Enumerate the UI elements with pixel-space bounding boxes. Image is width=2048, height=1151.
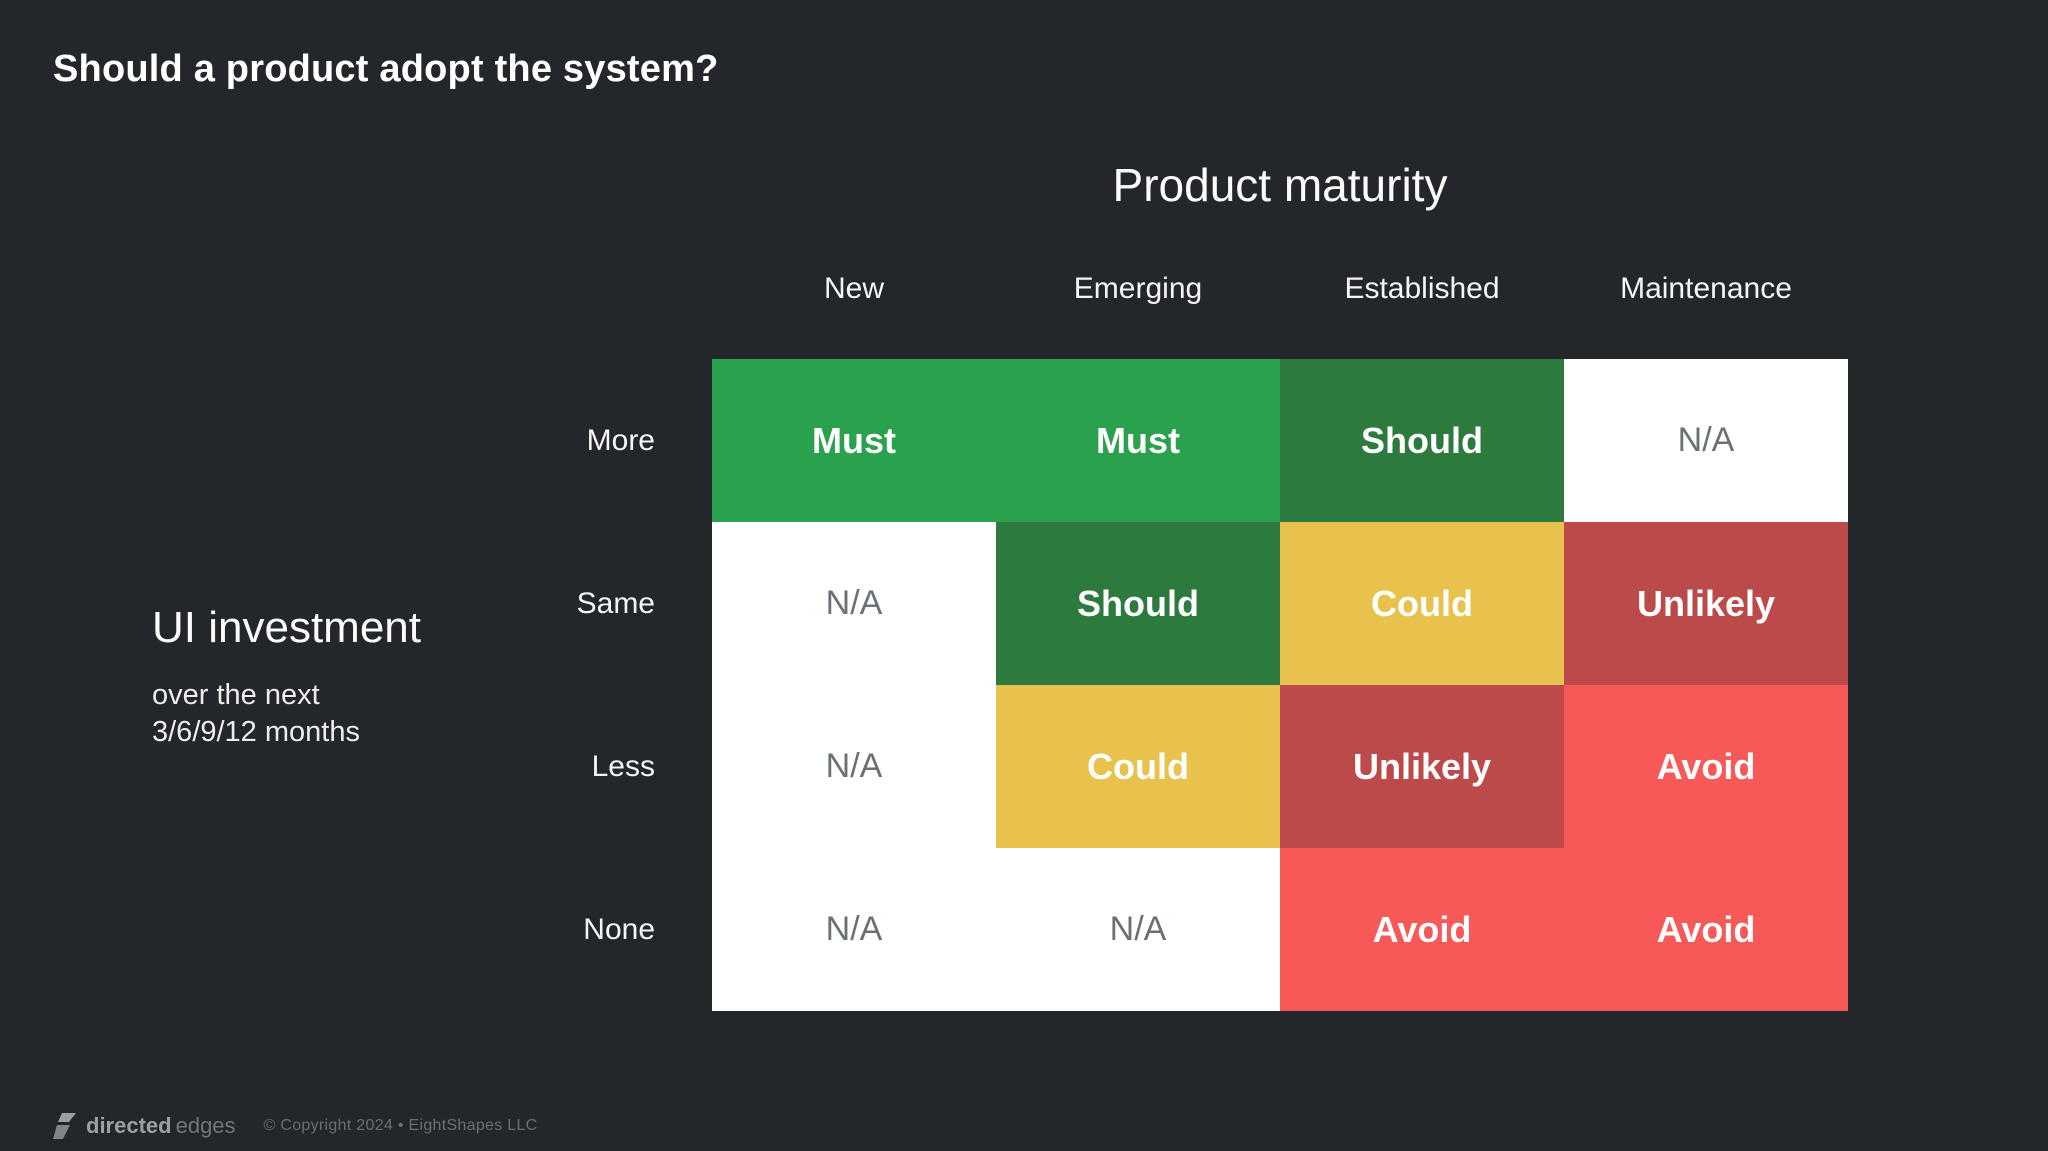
row-axis-subtitle: over the next 3/6/9/12 months [152, 677, 572, 751]
row-label-same: Same [576, 586, 655, 620]
matrix-cell-more-emerging: Must [996, 359, 1280, 522]
column-label-maintenance: Maintenance [1620, 272, 1792, 305]
matrix-cell-more-maintenance: N/A [1564, 359, 1848, 522]
matrix-cell-same-established: Could [1280, 522, 1564, 685]
matrix-cell-same-new: N/A [712, 522, 996, 685]
matrix-cell-more-new: Must [712, 359, 996, 522]
column-labels: New Emerging Established Maintenance [712, 272, 1848, 306]
matrix-cell-same-maintenance: Unlikely [1564, 522, 1848, 685]
footer: directed edges © Copyright 2024 • EightS… [53, 1112, 538, 1140]
row-axis-title: UI investment [152, 603, 421, 652]
matrix-cell-less-maintenance: Avoid [1564, 685, 1848, 848]
row-axis-subtitle-line1: over the next [152, 678, 320, 711]
slide-title: Should a product adopt the system? [53, 48, 719, 90]
matrix-cell-same-emerging: Should [996, 522, 1280, 685]
brand-edges: edges [175, 1113, 236, 1138]
column-label-established: Established [1344, 272, 1500, 305]
row-label-none: None [583, 912, 655, 946]
brand-directed: directed [86, 1113, 172, 1138]
matrix-cell-none-established: Avoid [1280, 848, 1564, 1011]
matrix-cell-none-emerging: N/A [996, 848, 1280, 1011]
matrix-cell-none-new: N/A [712, 848, 996, 1011]
row-axis-block: UI investment over the next 3/6/9/12 mon… [152, 602, 572, 751]
row-axis-subtitle-line2: 3/6/9/12 months [152, 715, 360, 748]
matrix-cell-none-maintenance: Avoid [1564, 848, 1848, 1011]
column-label-emerging: Emerging [1073, 272, 1203, 305]
matrix-cell-less-established: Unlikely [1280, 685, 1564, 848]
directed-edges-logo-icon [53, 1113, 76, 1139]
column-axis-title: Product maturity [1112, 159, 1448, 211]
matrix-cell-less-new: N/A [712, 685, 996, 848]
copyright-text: © Copyright 2024 • EightShapes LLC [263, 1117, 538, 1134]
row-label-more: More [586, 423, 655, 457]
column-label-new: New [823, 272, 884, 305]
row-label-less: Less [591, 749, 655, 783]
matrix-cell-less-emerging: Could [996, 685, 1280, 848]
matrix-cell-more-established: Should [1280, 359, 1564, 522]
